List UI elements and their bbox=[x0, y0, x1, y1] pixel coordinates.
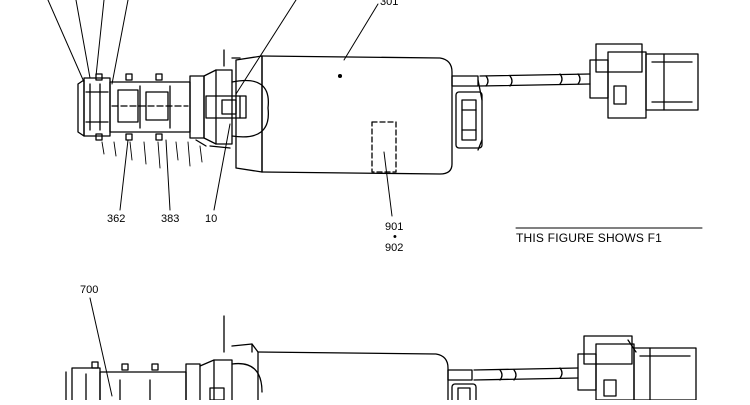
bottom-spool-body bbox=[65, 361, 201, 405]
top-hatching bbox=[101, 141, 203, 169]
bottom-coil-housing bbox=[231, 343, 449, 401]
top-leader-lines bbox=[47, 0, 393, 217]
top-cable bbox=[479, 73, 591, 87]
top-solenoid-assembly bbox=[47, 0, 699, 217]
figure-caption: THIS FIGURE SHOWS F1 bbox=[516, 231, 662, 245]
bottom-adapter-nut bbox=[199, 315, 263, 401]
bottom-solenoid-assembly bbox=[65, 297, 697, 405]
label-901: 901 bbox=[385, 221, 403, 233]
label-10: 10 bbox=[205, 213, 217, 225]
top-plug-connector bbox=[589, 43, 699, 119]
top-coil-housing bbox=[231, 55, 453, 175]
label-362: 362 bbox=[107, 213, 125, 225]
label-700: 700 bbox=[80, 284, 98, 296]
bottom-connector-boss bbox=[447, 369, 477, 405]
top-connector-boss bbox=[451, 75, 483, 151]
top-adapter-nut bbox=[195, 49, 247, 149]
bottom-cable bbox=[473, 367, 579, 381]
top-spool-body bbox=[77, 73, 205, 141]
label-dot: • bbox=[393, 231, 397, 243]
label-902: 902 bbox=[385, 242, 403, 254]
label-301: 301 bbox=[380, 0, 398, 8]
label-383: 383 bbox=[161, 213, 179, 225]
bottom-plug-connector bbox=[577, 335, 697, 401]
